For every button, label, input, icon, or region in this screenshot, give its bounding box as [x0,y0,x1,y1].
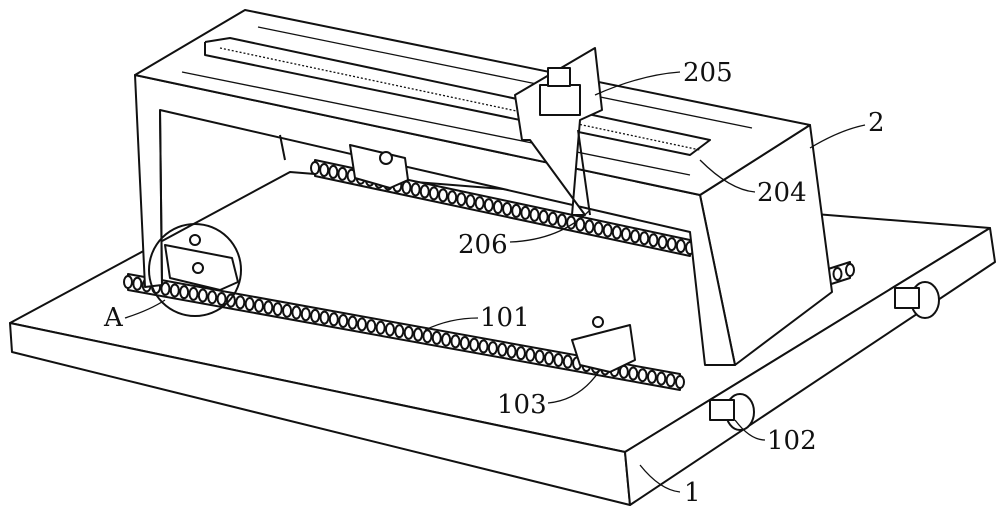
back-screw-rail-thread [549,213,557,225]
front-screw-rail-thread [255,300,263,312]
front-screw-rail-thread [442,334,450,346]
front-screw-rail-thread [339,315,347,327]
label-204: 204 [757,180,807,206]
right-screw-rail-thread [846,264,854,276]
label-101: 101 [480,305,530,331]
back-screw-rail-thread [338,168,346,180]
label-1: 1 [684,480,701,506]
back-screw-rail-thread [503,203,511,215]
front-screw-rail-thread [218,293,226,305]
back-screw-rail-thread [585,221,593,233]
front-screw-rail-thread [526,349,534,361]
front-screw-rail-thread [189,288,197,300]
front-screw-rail-thread [133,278,141,290]
back-screw-rail-thread [320,164,328,176]
front-screw-rail-thread [395,325,403,337]
front-screw-rail-thread [545,352,553,364]
front-screw-rail-thread [180,286,188,298]
front-screw-rail-thread [377,322,385,334]
back-screw-rail-thread [311,162,319,174]
back-screw-rail-thread [512,205,520,217]
front-screw-rail-thread [274,303,282,315]
back-screw-rail-thread [531,209,539,221]
front-screw-rail-thread [461,337,469,349]
front-screw-rail-thread [489,342,497,354]
label-2: 2 [868,110,885,136]
front-screw-rail-thread [498,344,506,356]
front-screw-rail-thread [508,345,516,357]
back-screw-rail-thread [640,232,648,244]
label-103: 103 [497,392,547,418]
front-screw-rail-thread [367,320,375,332]
front-screw-rail-thread [349,317,357,329]
back-screw-rail-thread [558,215,566,227]
front-screw-rail-thread [433,332,441,344]
front-screw-rail-thread [554,354,562,366]
front-screw-rail-thread [199,290,207,302]
front-screw-rail-thread [480,340,488,352]
label-A: A [104,305,123,331]
front-screw-rail-thread [236,296,244,308]
front-screw-rail-thread [564,356,572,368]
back-screw-rail-thread [595,222,603,234]
back-screw-rail-thread [521,207,529,219]
back-screw-rail-thread [668,238,676,250]
front-screw-rail-thread [302,308,310,320]
front-screw-rail-thread [451,335,459,347]
front-screw-rail-thread [423,330,431,342]
front-screw-rail-thread [470,339,478,351]
back-screw-rail-thread [476,197,484,209]
label-102: 102 [767,428,817,454]
front-screw-rail-thread [124,276,132,288]
back-screw-rail-thread [613,226,621,238]
back-screw-rail-thread [412,183,420,195]
front-screw-rail-thread [629,368,637,380]
back-screw-rail-thread [457,193,465,205]
front-screw-rail-thread [171,284,179,296]
front-screw-rail-thread [517,347,525,359]
back-screw-rail-thread [677,240,685,252]
front-screw-rail-thread [639,369,647,381]
back-screw-rail-thread [604,224,612,236]
front-screw-rail-thread [264,301,272,313]
front-screw-rail-thread [667,374,675,386]
back-screw-rail-thread [430,187,438,199]
back-screw-rail-thread [466,195,474,207]
front-screw-rail-thread [405,327,413,339]
back-screw-rail-thread [439,189,447,201]
right-screw-rail-thread [834,268,842,280]
front-screw-rail-thread [246,298,254,310]
front-screw-rail-thread [330,313,338,325]
front-screw-rail-thread [208,291,216,303]
front-screw-rail-thread [320,312,328,324]
front-screw-rail-thread [648,371,656,383]
label-206: 206 [458,232,508,258]
label-205: 205 [683,60,733,86]
front-screw-rail-thread [358,318,366,330]
back-screw-rail-thread [540,211,548,223]
back-screw-rail-thread [421,185,429,197]
back-screw-rail-thread [494,201,502,213]
front-screw-rail-thread [292,307,300,319]
back-screw-rail-thread [631,230,639,242]
back-screw-rail-thread [622,228,630,240]
front-screw-rail-thread [283,305,291,317]
front-screw-rail-thread [414,329,422,341]
front-screw-rail-thread [311,310,319,322]
back-screw-rail-thread [485,199,493,211]
front-screw-rail-thread [676,376,684,388]
front-screw-rail-thread [536,351,544,363]
back-screw-rail-thread [649,234,657,246]
front-screw-rail-thread [386,323,394,335]
front-screw-rail-thread [657,373,665,385]
back-screw-rail-thread [402,182,410,194]
back-screw-rail-thread [329,166,337,178]
back-screw-rail-thread [659,236,667,248]
back-screw-rail-thread [448,191,456,203]
